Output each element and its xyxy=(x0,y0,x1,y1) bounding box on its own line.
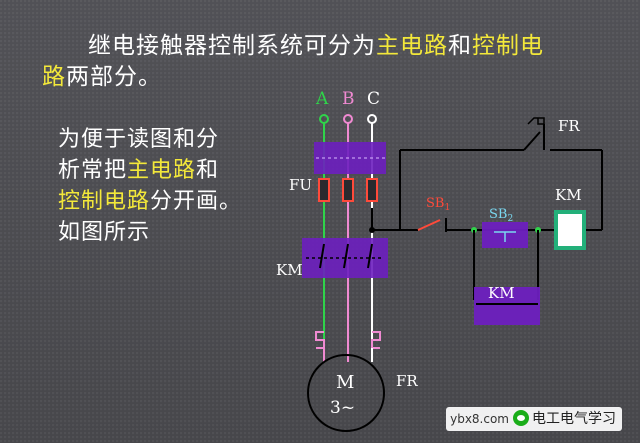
heading-line-2: 路两部分。 xyxy=(42,61,162,93)
note-line-3: 控制电路分开画。 xyxy=(58,186,242,218)
note-line-2: 析常把主电路和 xyxy=(58,155,219,187)
note-text: 分开画。 xyxy=(150,189,243,214)
sb2-sub: 2 xyxy=(507,214,513,224)
heading-text-and: 和 xyxy=(448,33,472,59)
motor-m-label: M xyxy=(336,372,354,393)
fuse-b xyxy=(342,178,354,202)
fr-heater-a xyxy=(315,331,325,349)
fr-motor-label: FR xyxy=(396,372,418,390)
km-coil-label: KM xyxy=(555,186,582,204)
sb1-contact xyxy=(417,219,441,231)
watermark-account: 电工电气学习 xyxy=(532,411,616,427)
km-coil xyxy=(554,210,586,250)
fr-contact-label: FR xyxy=(558,117,580,135)
sb1-text: SB xyxy=(426,196,444,211)
motor-circle xyxy=(307,354,385,432)
heading-line-1: 继电接触器控制系统可分为主电路和控制电 xyxy=(88,30,544,62)
km-contact-b xyxy=(343,243,349,269)
phase-c-label: C xyxy=(367,89,380,109)
phase-a-label: A xyxy=(315,89,329,109)
note-highlight-control-circuit: 控制电路 xyxy=(58,189,151,214)
km-contact-c xyxy=(367,243,373,269)
note-highlight-main-circuit: 主电路 xyxy=(127,158,197,183)
fr-heater-c xyxy=(371,331,381,349)
note-line-4: 如图所示 xyxy=(58,217,150,249)
motor-phase-label: 3~ xyxy=(330,398,355,418)
heading-text-two-parts: 两部分。 xyxy=(66,64,162,90)
heading-highlight-main-circuit: 主电路 xyxy=(376,33,448,59)
note-text: 如图所示 xyxy=(58,220,151,245)
fu-label: FU xyxy=(289,176,312,194)
sb2-label: SB2 xyxy=(489,207,513,224)
km-contact-a xyxy=(319,243,325,269)
watermark-site: ybx8.com xyxy=(450,412,509,426)
note-text: 析常把 xyxy=(58,158,128,183)
terminal-c xyxy=(367,114,377,124)
fu-block xyxy=(314,142,386,174)
junction-c xyxy=(369,227,375,233)
heading-text: 继电接触器控制系统可分为 xyxy=(88,33,376,59)
phase-b-label: B xyxy=(342,89,355,109)
terminal-b xyxy=(343,114,353,124)
fr-contact-mech xyxy=(527,117,545,125)
note-line-1: 为便于读图和分 xyxy=(58,124,219,156)
km-main-label: KM xyxy=(276,261,303,279)
watermark: ybx8.com 电工电气学习 xyxy=(446,407,622,431)
fuse-c xyxy=(366,178,378,202)
km-aux-label: KM xyxy=(488,284,515,302)
heading-highlight-control-circuit: 控制电 xyxy=(472,33,544,59)
note-text: 和 xyxy=(196,158,220,183)
note-text: 为便于读图和分 xyxy=(58,127,220,152)
sb2-text: SB xyxy=(489,207,507,222)
wechat-icon xyxy=(513,410,529,426)
fr-contact-blade xyxy=(523,131,541,151)
km-aux-block xyxy=(474,287,540,325)
terminal-a xyxy=(319,114,329,124)
heading-highlight-control-circuit-end: 路 xyxy=(42,64,66,90)
fuse-a xyxy=(318,178,330,202)
sb1-label: SB1 xyxy=(426,196,450,213)
sb1-sub: 1 xyxy=(444,203,450,213)
